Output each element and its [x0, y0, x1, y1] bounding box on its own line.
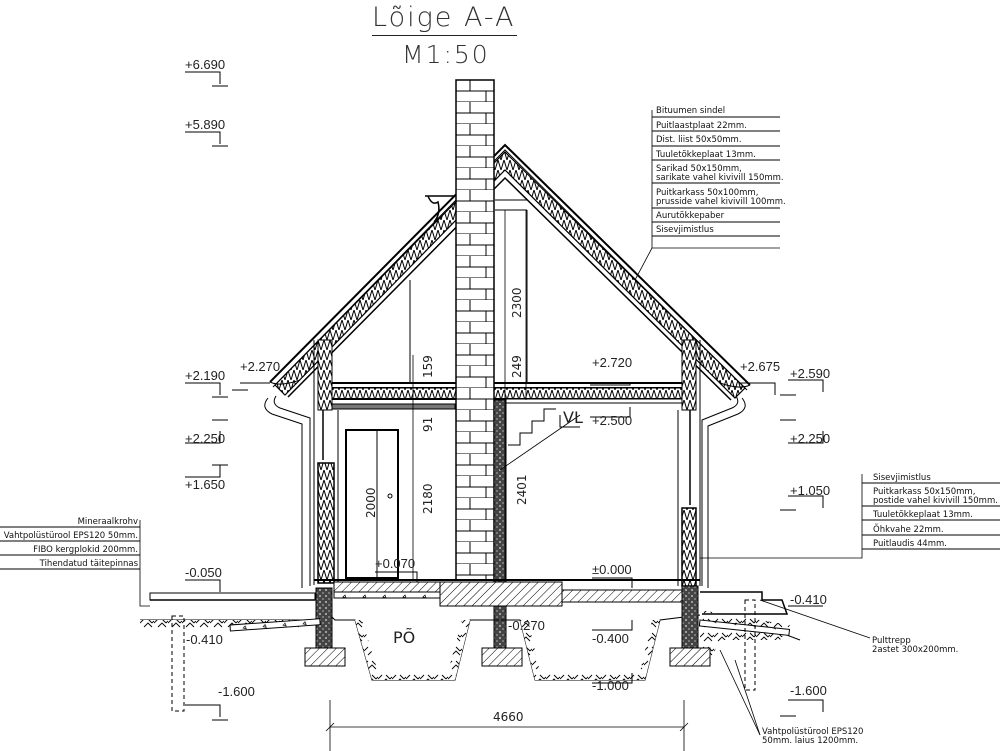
roof-layer-note: sarikate vahel kivivill 150mm. [656, 173, 784, 183]
dimension-label: 91 [421, 416, 435, 432]
vl-tag: VL [563, 408, 583, 427]
level-label: +2.270 [240, 359, 281, 374]
dimension-label: 159 [421, 355, 435, 378]
floor [314, 579, 700, 607]
insulation-note: Vahtpolüstürool EPS120 [762, 727, 864, 737]
wall-layer-note: postide vahel kivivill 150mm. [873, 496, 998, 506]
floor-layer-note: Mineraalkrohv [77, 517, 138, 527]
level-label: +6.690 [185, 57, 226, 72]
level-label: -0.050 [185, 565, 222, 580]
roof-layer-note: Sisevjimistlus [656, 225, 714, 235]
level-label: -0.410 [186, 632, 223, 647]
stair-note: 2astet 300x200mm. [872, 645, 959, 655]
wall-layer-note: Puitkarkass 50x150mm, [873, 487, 976, 497]
right-wall [677, 339, 701, 587]
foundation [140, 585, 801, 681]
roof-layer-note: Aurutõkkepaber [656, 211, 725, 221]
level-label: +2.675 [740, 359, 781, 374]
section-title: Lõige A-A [372, 2, 518, 36]
roof-layer-note: Puitkarkass 50x100mm, [656, 188, 759, 198]
floor-layer-note: Tihendatud täitepinnas [39, 559, 138, 569]
scale-label: M1:50 [402, 40, 490, 69]
ceiling [319, 382, 696, 410]
roof-layer-note: Dist. liist 50x50mm. [656, 135, 742, 145]
roof-layer-note: Puitlaastplaat 22mm. [656, 121, 747, 131]
level-label: -1.600 [790, 683, 827, 698]
roof-layer-note: Bituumen sindel [656, 106, 726, 116]
level-label: +0.070 [375, 556, 416, 571]
door [345, 429, 399, 579]
level-label: -0.270 [508, 618, 545, 633]
dimension-label: 2300 [510, 287, 524, 318]
stair-note: Pulttrepp [872, 636, 911, 646]
level-label: +2.190 [185, 368, 226, 383]
chimney [455, 79, 495, 581]
level-label: +2.500 [592, 413, 633, 428]
level-label: -0.410 [790, 592, 827, 607]
dimension-label: 2000 [364, 487, 378, 518]
roof-layer-note: prusside vahel kivivill 100mm. [656, 197, 786, 207]
level-label: +2.590 [790, 366, 831, 381]
dimension-label: 2180 [421, 483, 435, 514]
level-label: -1.000 [592, 678, 629, 693]
dimension-label: 2401 [515, 474, 529, 505]
level-label: -1.600 [218, 684, 255, 699]
wall-layer-note: Puitlaudis 44mm. [873, 539, 947, 549]
dimension-label: 249 [510, 355, 524, 378]
level-label: +2.250 [185, 431, 226, 446]
level-label: ±0.000 [592, 562, 632, 577]
level-label: +5.890 [185, 117, 226, 132]
floor-layer-note: Vahtpolüstürool EPS120 50mm. [3, 531, 138, 541]
roof-layer-note: Sarikad 50x150mm, [656, 164, 742, 174]
level-label: +1.650 [185, 477, 226, 492]
level-label: +1.050 [790, 483, 831, 498]
wall-layer-note: Tuuletõkkeplaat 13mm. [873, 510, 973, 520]
po-tag: PÕ [393, 628, 416, 647]
wall-layer-note: Õhkvahe 22mm. [873, 525, 944, 535]
level-label: +2.720 [592, 355, 633, 370]
level-label: +2.250 [790, 431, 831, 446]
left-wall [313, 339, 339, 585]
wall-layer-note: Sisevjimistlus [873, 473, 931, 483]
floor-layer-note: FIBO kergplokid 200mm. [33, 545, 138, 555]
insulation-note: 50mm. laius 1200mm. [762, 736, 859, 746]
roof-layer-note: Tuuletõkkeplaat 13mm. [656, 150, 756, 160]
roof [269, 143, 751, 401]
dimension-label: 4660 [493, 710, 524, 724]
level-label: -0.400 [592, 631, 629, 646]
